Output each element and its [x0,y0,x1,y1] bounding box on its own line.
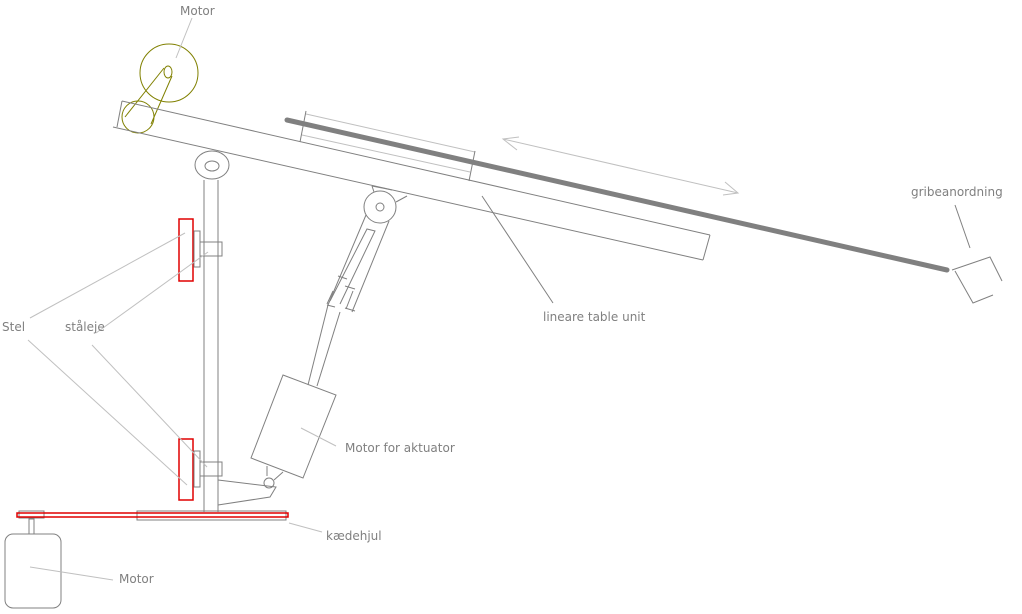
belt [124,67,165,118]
lower-frame-plate [178,438,194,501]
label-gripper: gribeanordning [911,185,1003,199]
label-frame: Stel [2,320,26,334]
linear-rod [284,117,950,273]
leader-lines [27,17,971,581]
small-sprocket [18,510,45,519]
top-motor-belt-drive [121,43,199,134]
actuator-motor [250,374,337,479]
actuator-pivot [363,190,397,224]
motion-double-arrow [501,136,740,196]
belt [150,75,173,125]
label-bearing: ståleje [65,320,105,334]
column-pivot [194,150,230,180]
chain [16,512,289,518]
label-actuator-motor: Motor for aktuator [345,441,455,455]
base-plate [136,510,287,521]
gripper [951,256,1003,304]
label-sprocket: kædehjul [326,529,382,543]
beam [112,100,711,261]
label-motor-top: Motor [180,4,215,18]
driven-pulley [121,100,155,134]
linear-actuator [250,185,408,489]
column [178,150,277,512]
linear-table-unit [299,110,476,182]
base-motor [4,533,62,609]
label-motor-bottom: Motor [119,572,154,586]
actuator-foot-bracket [217,479,277,506]
motor-shaft [163,65,173,79]
upper-frame-plate [178,218,194,282]
label-linear-unit: lineare table unit [543,310,646,324]
base-chain-drive [4,510,289,609]
motor-pulley [139,43,199,103]
